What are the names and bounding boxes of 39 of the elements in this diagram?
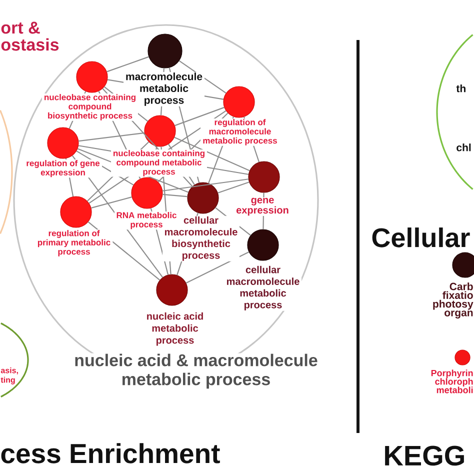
node-label: Carb fixatio photosy organ [433, 282, 474, 318]
connector-line [162, 178, 248, 192]
node-label: cellular macromolecule metabolic process [224, 265, 302, 311]
cluster-label: ort & ostasis [1, 22, 59, 51]
node-label: Porphyrin chloroph metaboli [431, 370, 473, 394]
node-label: gene expression [234, 197, 291, 216]
node-circle [248, 161, 280, 193]
node-label: regulation of macromolecule metabolic process [200, 118, 280, 146]
cluster-label: nucleic acid & macromolecule metabolic process [70, 353, 322, 390]
node-circle [60, 196, 92, 228]
panel-title: Cellular [372, 228, 470, 248]
node-circle [76, 61, 108, 93]
connector-line [91, 196, 132, 208]
panel-title: cess Enrichment [1, 443, 220, 464]
connector-line [162, 194, 188, 198]
node-label: chl [456, 144, 471, 152]
panel-title: KEGG [385, 446, 464, 466]
node-label: regulation of primary metabolic process [35, 230, 113, 257]
node-circle [247, 229, 279, 261]
node-circle [187, 182, 219, 214]
connector-line [174, 106, 224, 126]
node-circle [223, 86, 255, 118]
node-circle [452, 252, 474, 278]
node-circle [47, 127, 79, 159]
connector-line [186, 252, 250, 284]
node-label: asis, ting [0, 367, 18, 384]
node-label: th [456, 84, 466, 92]
connector-line [78, 132, 144, 142]
node-label: regulation of gene expression [24, 160, 102, 178]
node-circle [156, 274, 188, 306]
node-circle [131, 177, 163, 209]
node-label: nucleobase containing compound metabolic process [111, 150, 207, 177]
connector-line [106, 56, 149, 72]
node-circle [148, 34, 182, 68]
node-circle [144, 115, 176, 147]
connector-line [174, 136, 250, 172]
connector-line [218, 182, 250, 194]
node-circle [454, 350, 470, 366]
node-label: nucleic acid metabolic process [144, 312, 206, 346]
